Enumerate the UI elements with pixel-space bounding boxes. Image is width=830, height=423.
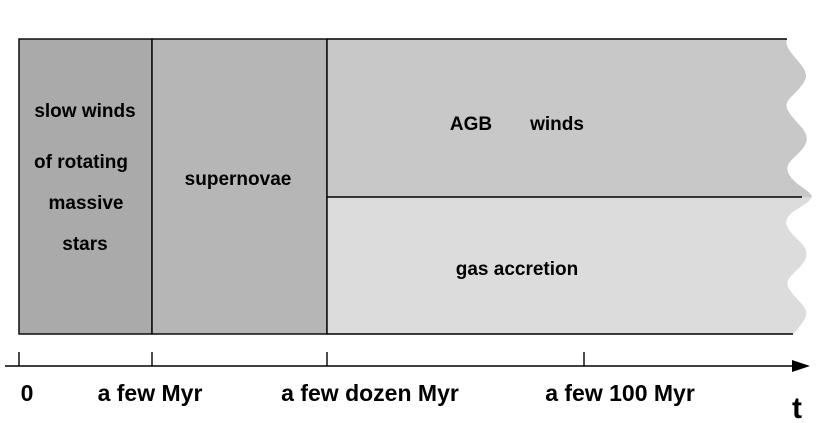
time-variable-label: t xyxy=(792,392,802,423)
block-rotating-massive-stars xyxy=(18,38,153,335)
block-gas-accretion xyxy=(327,197,812,334)
tick-label-0: 0 xyxy=(21,380,34,406)
tick-label-few-dozen-myr: a few dozen Myr xyxy=(281,380,459,406)
tick-label-few-myr: a few Myr xyxy=(98,380,203,406)
tick-label-few-100-myr: a few 100 Myr xyxy=(545,380,695,406)
rotating-stars-line-1: slow winds xyxy=(34,101,135,122)
winds-label: winds xyxy=(529,114,584,135)
rotating-stars-line-2: of rotating xyxy=(34,152,128,173)
agb-label: AGB xyxy=(450,114,492,135)
time-axis-arrowhead xyxy=(792,360,810,372)
gas-accretion-label: gas accretion xyxy=(456,259,579,280)
rotating-stars-line-3: massive xyxy=(48,193,123,214)
rotating-stars-line-4: stars xyxy=(62,234,107,255)
supernovae-label: supernovae xyxy=(185,169,292,190)
block-agb-winds xyxy=(327,39,812,197)
block-supernovae xyxy=(151,38,328,335)
